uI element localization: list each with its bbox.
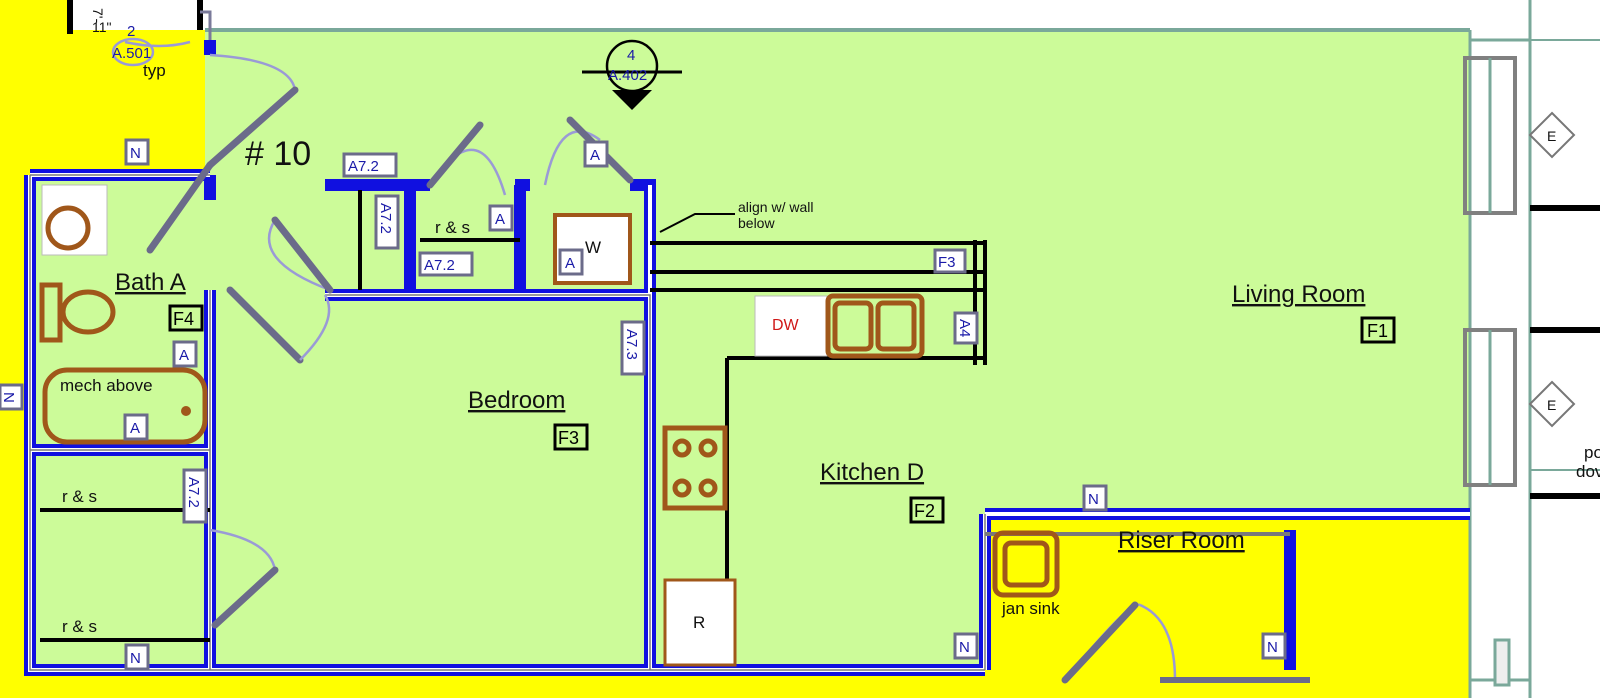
note-mech-above: mech above: [60, 376, 153, 395]
room-name-kitchen: Kitchen D: [820, 459, 924, 486]
note-rs-bath-1: r & s: [62, 487, 97, 506]
range-icon: [662, 425, 728, 511]
wall-tag-a-tub: A: [130, 420, 140, 437]
wall-tag-a-laundry-bottom: A: [565, 255, 575, 272]
note-rs-closet: r & s: [435, 218, 470, 237]
dishwasher-icon: DW: [754, 295, 828, 357]
wall-tag-n-riser-right: N: [1267, 639, 1278, 656]
wall-tag-a72-mid: A7.2: [424, 257, 455, 274]
room-name-bath: Bath A: [115, 269, 186, 296]
bathtub-icon: [42, 367, 208, 445]
refrigerator-icon: R: [663, 578, 737, 667]
dimension-top-2: 11": [92, 19, 112, 35]
toilet-icon: [39, 282, 116, 343]
wall-tag-n-riser-left: N: [959, 639, 970, 656]
section-marker[interactable]: 4 A.402: [582, 39, 682, 110]
wall-tag-a-bath-vert: A: [179, 347, 189, 364]
finish-tag-bath: F4: [173, 309, 194, 329]
note-dov: dov: [1576, 462, 1600, 481]
wall-tag-n-bath-top: N: [130, 145, 141, 162]
wall-tag-a-laundry-top: A: [590, 147, 600, 164]
note-align-1: align w/ wall: [738, 199, 813, 215]
note-typ: typ: [143, 61, 166, 80]
top-left-service: [0, 0, 68, 30]
unit-number: # 10: [245, 135, 311, 173]
finish-tag-kitchen: F2: [914, 501, 935, 521]
wall-tag-n-bottom: N: [130, 650, 141, 667]
blue-wall-highlights: [28, 173, 1470, 672]
room-name-bedroom: Bedroom: [468, 387, 565, 414]
section-number: 4: [627, 47, 635, 64]
elevation-markers[interactable]: E E: [1528, 111, 1576, 428]
wall-tag-a73: A7.3: [623, 329, 640, 360]
room-name-living: Living Room: [1232, 281, 1365, 308]
wall-tag-f3-kitchen: F3: [938, 254, 956, 271]
detail-callout[interactable]: 2 A.501: [111, 23, 155, 67]
column-marks: [1160, 638, 1511, 687]
wall-tag-a72-bath: A7.2: [185, 477, 202, 508]
elevation-tag-top: E: [1547, 128, 1556, 144]
riser-area[interactable]: [985, 514, 1470, 698]
wall-tag-a-closet: A: [495, 211, 505, 228]
wall-type-tags[interactable]: A7.2 A7.2 A7.2 A A A A A A7.3 A7.2 F3 A4…: [0, 138, 1287, 671]
detail-number: 2: [127, 23, 135, 40]
jan-sink-icon: [992, 530, 1060, 598]
wall-tag-a72-vert: A7.2: [377, 203, 394, 234]
finish-tags: F4 F3 F2 F1: [168, 304, 1396, 524]
align-leader: [659, 213, 735, 233]
sink-icon: [45, 205, 91, 251]
wall-tag-a72-top: A7.2: [348, 158, 379, 175]
refrigerator-label: R: [693, 613, 705, 632]
note-align-2: below: [738, 215, 775, 231]
adjacent-lines: [1530, 39, 1600, 471]
room-name-riser: Riser Room: [1118, 527, 1245, 554]
exterior-corridor: [1468, 38, 1532, 682]
wall-tag-n-left: N: [0, 392, 17, 403]
elevation-tag-bottom: E: [1547, 397, 1556, 413]
note-jan-sink: jan sink: [1001, 599, 1060, 618]
wall-tag-a4: A4: [956, 319, 973, 337]
detail-sheet: A.501: [112, 45, 151, 62]
section-sheet: A.402: [608, 67, 647, 84]
bath-fixtures: [39, 184, 208, 445]
note-po: po: [1584, 443, 1600, 462]
washer-label: W: [585, 238, 601, 257]
dishwasher-label: DW: [772, 317, 800, 334]
dimension-top: 7'-: [90, 8, 106, 23]
curtain-wall: [1468, 0, 1532, 698]
adjacent-walls: [1530, 205, 1600, 499]
finish-tag-living: F1: [1367, 321, 1388, 341]
stair-walls: [67, 0, 203, 34]
finish-tag-bedroom: F3: [558, 428, 579, 448]
wall-tag-n-riser-top: N: [1088, 491, 1099, 508]
kitchen-sink-icon: [825, 293, 925, 359]
note-rs-bath-2: r & s: [62, 617, 97, 636]
